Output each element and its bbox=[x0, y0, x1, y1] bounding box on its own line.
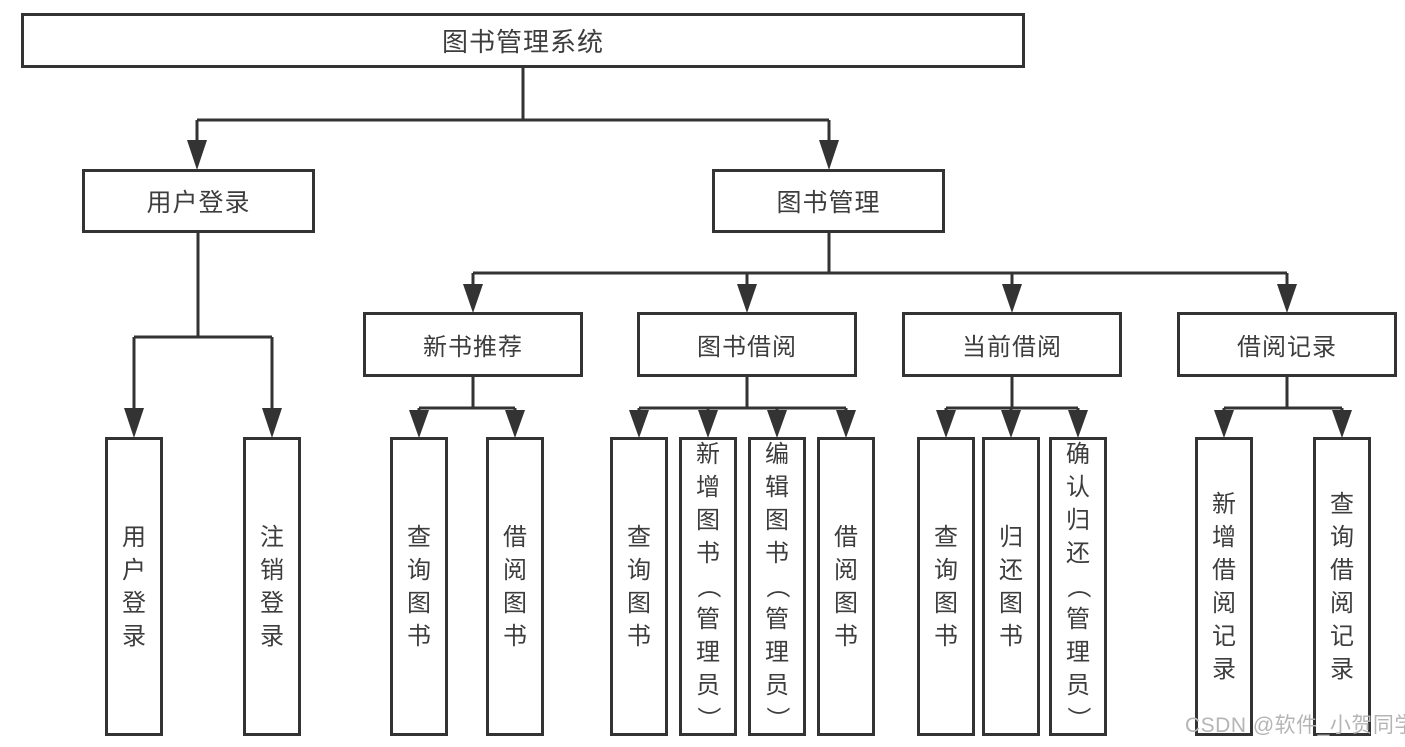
node-user-login: 用户登录 bbox=[82, 169, 315, 233]
leaf-add-borrow-record: 新增借阅记录 bbox=[1195, 437, 1253, 736]
node-current-borrowing: 当前借阅 bbox=[902, 312, 1122, 377]
leaf-search-borrow-record: 查询借阅记录 bbox=[1313, 437, 1371, 736]
watermark: CSDN @软件_小贺同学 bbox=[1185, 714, 1405, 737]
node-library-management-system: 图书管理系统 bbox=[21, 13, 1025, 68]
leaf-search-books-2: 查询图书 bbox=[610, 437, 668, 736]
node-book-borrowing: 图书借阅 bbox=[637, 312, 857, 377]
leaf-logout: 注销登录 bbox=[243, 437, 301, 736]
leaf-add-books-admin: 新增图书（管理员） bbox=[679, 437, 737, 736]
leaf-edit-books-admin: 编辑图书（管理员） bbox=[748, 437, 806, 736]
leaf-confirm-return-admin: 确认归还（管理员） bbox=[1049, 437, 1107, 736]
leaf-search-books-3: 查询图书 bbox=[917, 437, 975, 736]
leaf-search-books: 查询图书 bbox=[390, 437, 448, 736]
leaf-user-login: 用户登录 bbox=[105, 437, 163, 736]
leaf-borrow-books: 借阅图书 bbox=[486, 437, 544, 736]
leaf-return-books: 归还图书 bbox=[982, 437, 1040, 736]
node-borrowing-records: 借阅记录 bbox=[1177, 312, 1397, 377]
node-book-management: 图书管理 bbox=[712, 169, 945, 233]
node-new-book-recommendation: 新书推荐 bbox=[363, 312, 583, 377]
leaf-borrow-books-2: 借阅图书 bbox=[817, 437, 875, 736]
